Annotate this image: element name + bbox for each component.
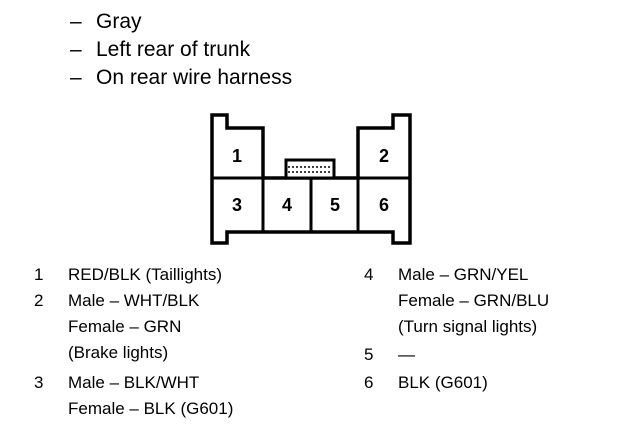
header-line-color: –Gray xyxy=(70,10,142,33)
pin-circuit-female: Female – GRN xyxy=(68,317,182,336)
pin-circuit-function: (Turn signal lights) xyxy=(398,317,538,336)
pin-circuit-female: Female – GRN/BLU xyxy=(398,291,550,310)
cavity-label-3: 3 xyxy=(232,195,242,215)
pin-circuit-function: (Brake lights) xyxy=(68,343,169,362)
cavity-label-4: 4 xyxy=(282,195,292,215)
pin-circuit-male: Male – WHT/BLK xyxy=(68,291,200,310)
pin-number: 2 xyxy=(34,291,44,310)
cavity-label-5: 5 xyxy=(330,195,340,215)
pin-circuit: BLK (G601) xyxy=(398,373,488,392)
pin-circuit-female: Female – BLK (G601) xyxy=(68,399,234,418)
cavity-label-1: 1 xyxy=(232,146,242,166)
pin-number: 3 xyxy=(34,373,44,392)
cavity-label-6: 6 xyxy=(379,195,389,215)
cavity-label-2: 2 xyxy=(379,146,389,166)
pin-number: 4 xyxy=(364,265,374,284)
pin-list-right: 4 Male – GRN/YEL Female – GRN/BLU (Turn … xyxy=(364,262,634,432)
pin-number: 1 xyxy=(34,265,44,284)
pin-list-left: 1 RED/BLK (Taillights) 2 Male – WHT/BLK … xyxy=(34,262,324,432)
pin-number: 5 xyxy=(364,345,374,364)
pin-number: 6 xyxy=(364,373,374,392)
pin-circuit-empty: — xyxy=(398,345,415,364)
header-line-location: –Left rear of trunk xyxy=(70,38,251,61)
pin-circuit: RED/BLK (Taillights) xyxy=(68,265,222,284)
connector-lock-tab xyxy=(284,158,336,180)
connector-housing-outline xyxy=(210,113,412,245)
header-line-harness: –On rear wire harness xyxy=(70,66,293,89)
pin-circuit-male: Male – GRN/YEL xyxy=(398,265,529,284)
pin-circuit-male: Male – BLK/WHT xyxy=(68,373,200,392)
